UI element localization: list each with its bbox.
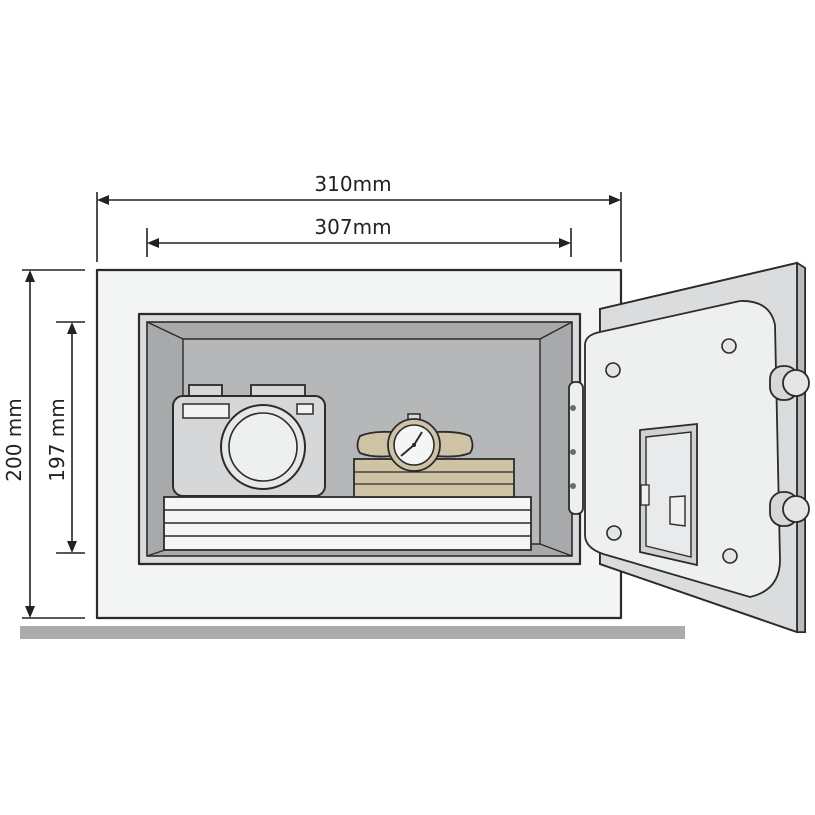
locking-bolt [769,365,810,401]
dimension-inner-width: 307mm [146,215,572,257]
dimension-inner-height: 197 mm [45,321,85,554]
dimension-outer-height: 200 mm [2,269,85,619]
floor-shadow [20,626,685,639]
safe-door [584,261,810,634]
locking-bolt [769,491,810,527]
keypad-icon [639,423,698,567]
outer-height-label: 200 mm [2,398,26,482]
outer-width-label: 310mm [314,172,391,196]
watch-icon [356,413,474,472]
document-stack-icon [163,496,532,551]
hinge [568,381,584,515]
jewelry-box-icon [353,458,515,498]
inner-height-label: 197 mm [45,398,69,482]
dimension-outer-width: 310mm [96,172,622,262]
camera-icon [172,384,326,497]
inner-width-label: 307mm [314,215,391,239]
